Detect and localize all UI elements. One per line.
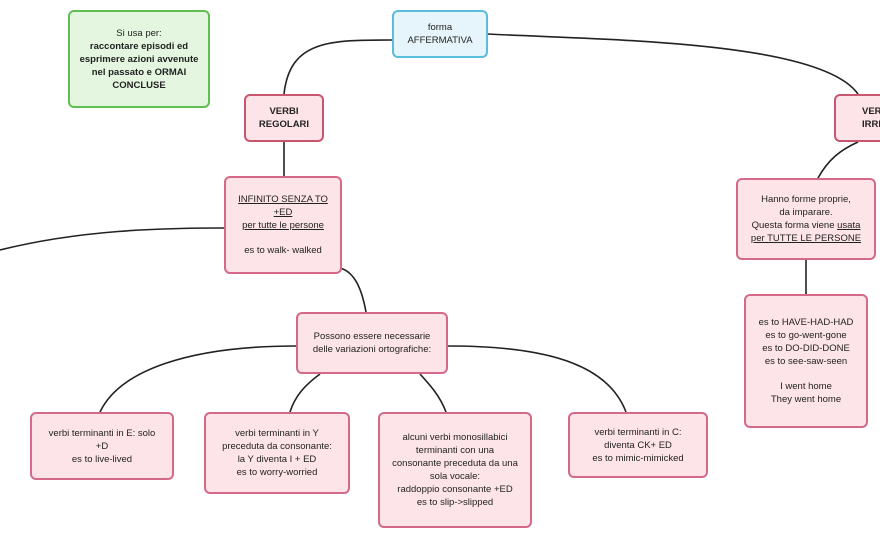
usage-node: Si usa per: raccontare episodi ed esprim… bbox=[68, 10, 210, 108]
irregular-examples-node: es to HAVE-HAD-HAD es to go-went-gone es… bbox=[744, 294, 868, 428]
rule-c-node: verbi terminanti in C: diventa CK+ ED es… bbox=[568, 412, 708, 478]
irregular-desc-node: Hanno forme proprie, da imparare. Questa… bbox=[736, 178, 876, 260]
edge-root-irregular bbox=[487, 33, 859, 95]
usage-line-2: esprimere azioni avvenute bbox=[79, 53, 199, 65]
usage-line-3: nel passato e ORMAI bbox=[91, 66, 187, 78]
edge-spelling-rule-y bbox=[289, 373, 321, 413]
irregular-example-4: es to see-saw-seen bbox=[764, 356, 848, 367]
rule-y-line-2: preceduta da consonante: bbox=[222, 441, 332, 452]
rule-mono-line-3: consonante preceduta da una bbox=[392, 458, 518, 469]
root-line-1: forma bbox=[427, 22, 453, 33]
root-line-2: AFFERMATIVA bbox=[407, 35, 473, 46]
irregular-sentence-1: I went home bbox=[780, 381, 832, 392]
infinitive-example: es to walk- walked bbox=[244, 245, 322, 256]
spelling-line-2: delle variazioni ortografiche: bbox=[312, 344, 432, 355]
infinitive-node: INFINITO SENZA TO +ED per tutte le perso… bbox=[224, 176, 342, 274]
rule-e-line-1: verbi terminanti in E: solo bbox=[48, 427, 156, 439]
rule-c-line-2: diventa CK+ ED bbox=[604, 439, 672, 451]
regular-line-1: VERBI bbox=[269, 106, 299, 117]
rule-e-node: verbi terminanti in E: solo +D es to liv… bbox=[30, 412, 174, 480]
rule-y-line-1: verbi terminanti in Y bbox=[235, 428, 319, 439]
regular-line-2: REGOLARI bbox=[258, 119, 310, 130]
edge-spelling-rule-mono bbox=[419, 373, 447, 413]
edge-infinitive-spelling bbox=[339, 267, 367, 313]
rule-y-line-4: es to worry-worried bbox=[236, 467, 318, 478]
rule-mono-line-1: alcuni verbi monosillabici bbox=[402, 432, 508, 443]
irregular-desc-line-3b: usata bbox=[837, 220, 861, 231]
irregular-desc-line-3a: Questa forma viene bbox=[751, 220, 838, 231]
rule-c-line-3: es to mimic-mimicked bbox=[592, 452, 684, 464]
rule-y-node: verbi terminanti in Y preceduta da conso… bbox=[204, 412, 350, 494]
edge-spelling-rule-c bbox=[447, 345, 627, 413]
irregular-example-2: es to go-went-gone bbox=[765, 330, 847, 341]
regular-verbs-node: VERBI REGOLARI bbox=[244, 94, 324, 142]
infinitive-line-2: +ED bbox=[273, 207, 293, 218]
irregular-line-2: IRREGO bbox=[862, 119, 880, 130]
irregular-line-1: VER bbox=[862, 106, 880, 117]
edge-left-offscreen bbox=[0, 227, 225, 251]
rule-monosyllabic-node: alcuni verbi monosillabici terminanti co… bbox=[378, 412, 532, 528]
edge-irregular-desc bbox=[817, 141, 859, 179]
irregular-example-3: es to DO-DID-DONE bbox=[762, 343, 850, 354]
edge-spelling-rule-e bbox=[99, 345, 297, 413]
irregular-verbs-node: VER IRREGO bbox=[834, 94, 880, 142]
rule-e-line-2: +D bbox=[95, 440, 109, 452]
spelling-variations-node: Possono essere necessarie delle variazio… bbox=[296, 312, 448, 374]
root-node: forma AFFERMATIVA bbox=[392, 10, 488, 58]
rule-e-line-3: es to live-lived bbox=[71, 453, 133, 465]
irregular-sentence-2: They went home bbox=[770, 394, 842, 405]
irregular-desc-line-1: Hanno forme proprie, bbox=[761, 194, 851, 205]
irregular-example-1: es to HAVE-HAD-HAD bbox=[758, 317, 854, 328]
usage-line-4: CONCLUSE bbox=[112, 79, 166, 91]
rule-c-line-1: verbi terminanti in C: bbox=[594, 426, 682, 438]
irregular-desc-line-2: da imparare. bbox=[779, 207, 833, 218]
infinitive-line-3: per tutte le persone bbox=[242, 220, 324, 231]
rule-y-line-3: la Y diventa I + ED bbox=[237, 454, 317, 465]
infinitive-line-1: INFINITO SENZA TO bbox=[238, 194, 328, 205]
rule-mono-line-6: es to slip->slipped bbox=[416, 497, 494, 508]
usage-line-1: raccontare episodi ed bbox=[89, 40, 189, 52]
rule-mono-line-2: terminanti con una bbox=[415, 445, 495, 456]
spelling-line-1: Possono essere necessarie bbox=[313, 331, 431, 342]
irregular-desc-line-4: per TUTTE LE PERSONE bbox=[750, 233, 862, 244]
usage-title: Si usa per: bbox=[116, 27, 162, 39]
rule-mono-line-5: raddoppio consonante +ED bbox=[397, 484, 513, 495]
edge-root-regular bbox=[283, 39, 393, 95]
rule-mono-line-4: sola vocale: bbox=[429, 471, 481, 482]
irregular-desc-line-3: Questa forma viene usata bbox=[752, 219, 861, 232]
